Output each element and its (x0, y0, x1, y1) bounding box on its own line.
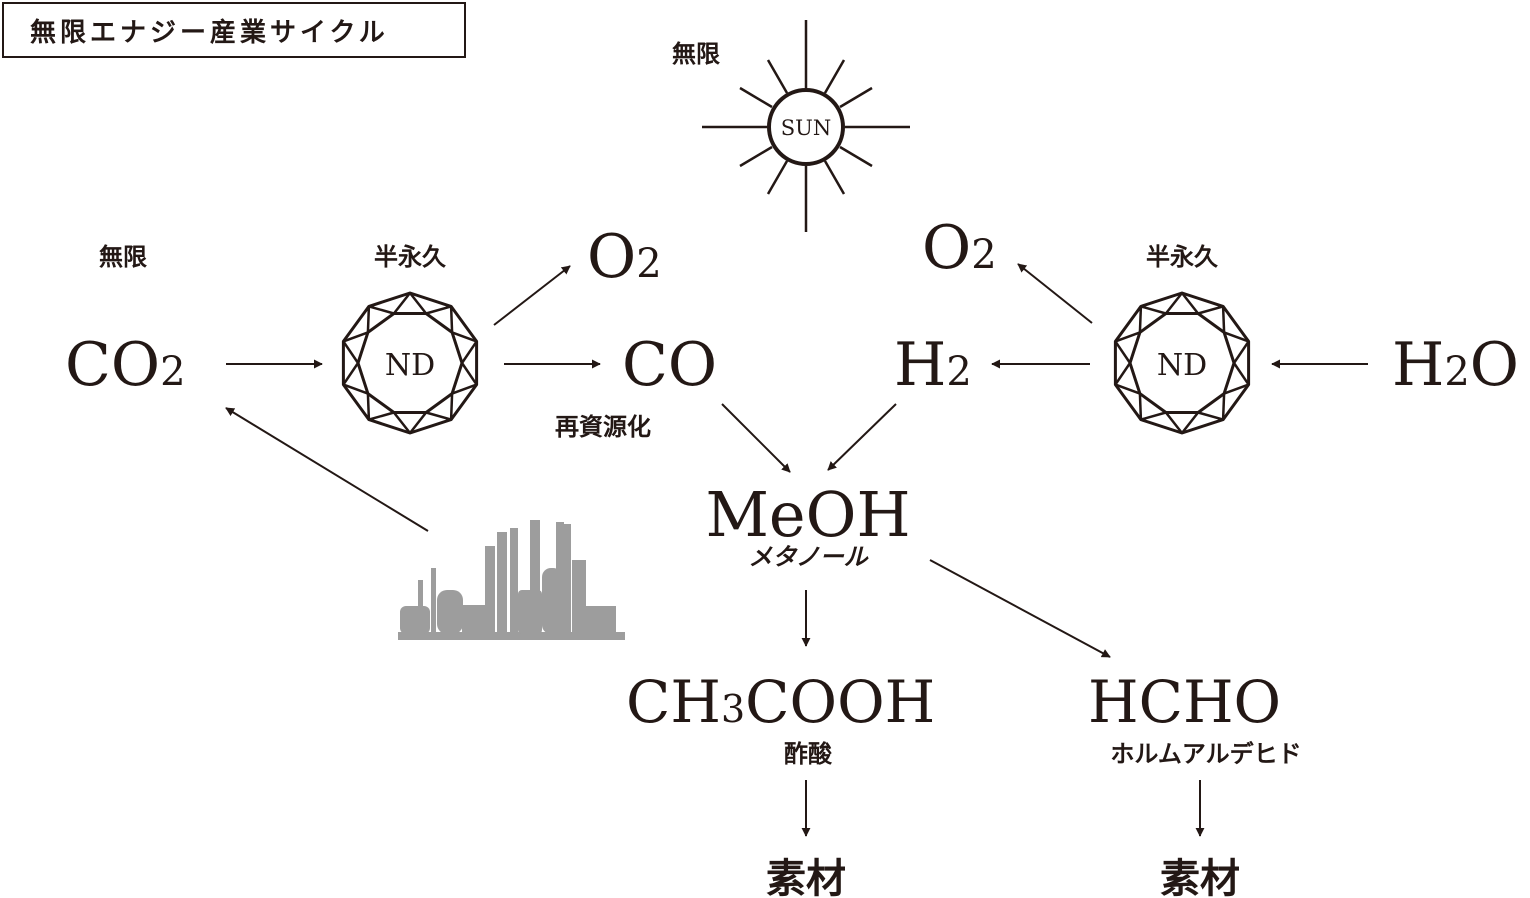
co2-formula: CO2 (65, 330, 186, 400)
methanol-jp-label: メタノール (748, 543, 869, 571)
nd-right-label: ND (1157, 348, 1207, 383)
nd-catalyst-right-icon (1113, 291, 1251, 435)
arrow-nd-to-o2-right (1017, 263, 1093, 324)
factory-icon (398, 520, 625, 640)
arrow-h2-to-meoh (827, 403, 897, 471)
arrow-factory-to-co2 (225, 407, 429, 532)
ch3cooh-formula: CH3COOH (626, 668, 935, 736)
sun-icon (702, 20, 910, 232)
hcho-formula: HCHO (1088, 668, 1281, 736)
meoh-formula: MeOH (705, 478, 910, 551)
material-right-label: 素材 (1160, 856, 1240, 898)
diagram-title: 無限エナジー産業サイクル (2, 2, 466, 58)
co2-infinite-label: 無限 (99, 243, 147, 271)
co-formula: CO (622, 330, 717, 400)
acetic-acid-jp-label: 酢酸 (784, 740, 833, 768)
o2-right-formula: O2 (922, 213, 997, 283)
arrow-nd-to-o2 (493, 265, 571, 326)
reuse-label: 再資源化 (555, 413, 651, 441)
arrow-co-to-meoh (721, 403, 791, 473)
nd-catalyst-left-icon (341, 291, 479, 435)
o2-left-formula: O2 (587, 222, 662, 292)
h2o-formula: H2O (1392, 330, 1519, 400)
h2-formula: H2 (894, 330, 972, 400)
nd-left-label: ND (385, 348, 435, 383)
sun-infinite-label: 無限 (672, 40, 720, 68)
formaldehyde-jp-label: ホルムアルデヒド (1110, 740, 1301, 768)
arrow-meoh-to-hcho (929, 559, 1111, 658)
semi-permanent-right-label: 半永久 (1146, 243, 1218, 271)
sun-label: SUN (781, 116, 831, 140)
material-left-label: 素材 (766, 856, 846, 898)
semi-permanent-left-label: 半永久 (374, 243, 446, 271)
